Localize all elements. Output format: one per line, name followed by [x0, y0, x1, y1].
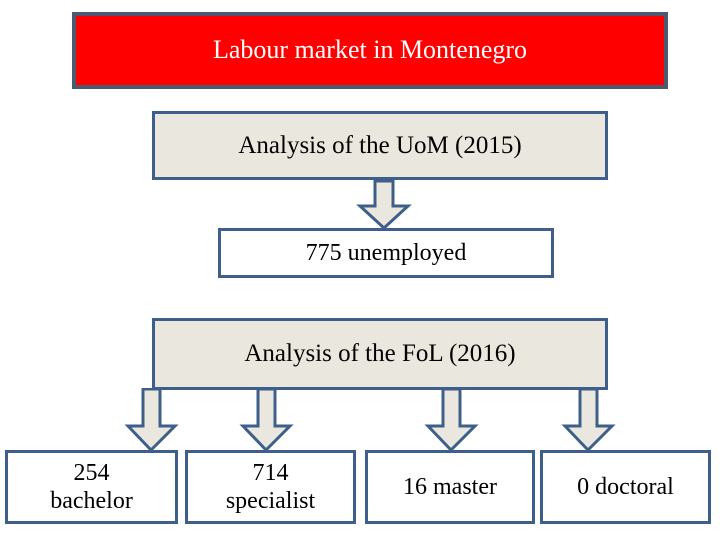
node-outcome-specialist: 714 specialist	[185, 450, 356, 524]
arrow-fol-to-doctoral	[561, 388, 616, 452]
node-outcome-bachelor: 254 bachelor	[5, 450, 178, 524]
node-outcome-master: 16 master	[365, 450, 535, 524]
node-unemployed: 775 unemployed	[218, 228, 554, 278]
arrow-fol-to-master	[424, 388, 479, 452]
arrow-fol-to-specialist	[239, 388, 294, 452]
node-outcome-doctoral: 0 doctoral	[540, 450, 711, 524]
page-title: Labour market in Montenegro	[72, 12, 668, 89]
node-analysis-fol: Analysis of the FoL (2016)	[152, 318, 608, 390]
node-analysis-uom: Analysis of the UoM (2015)	[152, 111, 608, 180]
arrow-fol-to-bachelor	[124, 388, 179, 452]
arrow-uom-to-unemployed	[356, 180, 412, 230]
